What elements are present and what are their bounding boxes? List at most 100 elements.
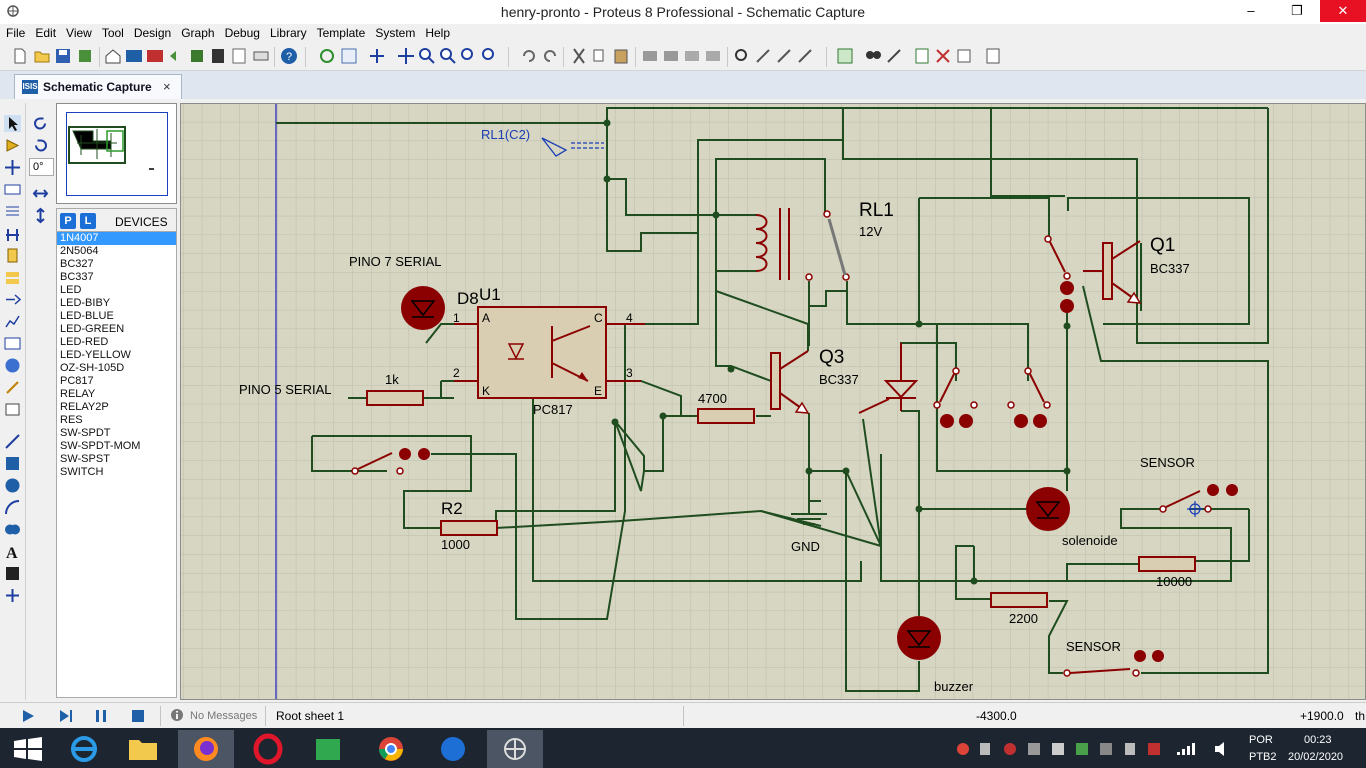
sensor-switch-2[interactable] <box>1063 650 1164 677</box>
voltage-probe-icon[interactable] <box>4 379 21 396</box>
device-list-item[interactable]: BC327 <box>60 258 94 270</box>
copy-icon[interactable] <box>591 47 609 65</box>
messages-status[interactable]: No Messages <box>190 710 258 722</box>
virtual-instruments-icon[interactable] <box>4 401 21 418</box>
menu-design[interactable]: Design <box>133 26 172 40</box>
refresh-icon[interactable] <box>318 47 336 65</box>
menu-library[interactable]: Library <box>269 26 307 40</box>
rotate-clockwise-icon[interactable] <box>32 115 49 132</box>
resistor-r2[interactable] <box>440 520 498 536</box>
device-list-item[interactable]: LED <box>60 284 82 296</box>
line-tool-icon[interactable] <box>4 433 21 450</box>
junction-dot-icon[interactable] <box>4 159 21 176</box>
ground-terminal[interactable] <box>791 501 827 525</box>
minimize-button[interactable]: – <box>1247 3 1255 18</box>
save-icon[interactable] <box>54 47 72 65</box>
relay-rl1[interactable] <box>755 208 850 281</box>
led-solenoide[interactable] <box>1026 487 1070 531</box>
device-list-item[interactable]: SW-SPDT <box>60 427 111 439</box>
menu-file[interactable]: File <box>6 26 26 40</box>
system-tray-icons[interactable] <box>955 740 1240 758</box>
stop-icon[interactable] <box>130 708 146 724</box>
pcb-icon[interactable] <box>146 47 164 65</box>
switch-left[interactable] <box>351 448 430 475</box>
grid-toggle-icon[interactable] <box>340 47 358 65</box>
property-tool-icon[interactable] <box>885 47 903 65</box>
close-tab-icon[interactable]: × <box>163 79 171 94</box>
device-list-item[interactable]: 2N5064 <box>60 245 99 257</box>
zoom-all-icon[interactable] <box>460 47 478 65</box>
block-copy-icon[interactable] <box>641 47 659 65</box>
optocoupler-u1[interactable] <box>454 306 645 399</box>
marker-tool-icon[interactable] <box>4 587 21 604</box>
exit-parent-icon[interactable] <box>955 47 973 65</box>
language-indicator[interactable]: POR <box>1249 734 1273 746</box>
new-sheet-icon[interactable] <box>913 47 931 65</box>
step-icon[interactable] <box>58 708 74 724</box>
path-tool-icon[interactable] <box>4 521 21 538</box>
bom-icon[interactable] <box>209 47 227 65</box>
device-list-item[interactable]: RELAY <box>60 388 96 400</box>
menu-debug[interactable]: Debug <box>224 26 260 40</box>
search-tag-icon[interactable] <box>864 47 882 65</box>
device-list-item[interactable]: OZ-SH-105D <box>60 362 125 374</box>
device-list-item[interactable]: LED-RED <box>60 336 109 348</box>
chrome-icon[interactable] <box>363 730 419 768</box>
file-explorer-icon[interactable] <box>115 730 171 768</box>
decompose-icon[interactable] <box>796 47 814 65</box>
relay-contact-q1[interactable] <box>1044 235 1074 313</box>
resistor-2200[interactable] <box>990 592 1048 608</box>
origin-icon[interactable] <box>368 47 386 65</box>
box-tool-icon[interactable] <box>4 455 21 472</box>
rl1-c2-terminal[interactable]: RL1(C2) <box>481 127 604 157</box>
text-tool-icon[interactable]: A <box>4 543 21 560</box>
proteus-taskbar-icon[interactable] <box>487 730 543 768</box>
3d-icon[interactable] <box>188 47 206 65</box>
redo-icon[interactable] <box>541 47 559 65</box>
zoom-area-icon[interactable] <box>481 47 499 65</box>
pan-icon[interactable] <box>397 47 415 65</box>
buses-icon[interactable] <box>4 225 21 242</box>
tape-recorder-icon[interactable] <box>4 335 21 352</box>
clock-date[interactable]: 20/02/2020 <box>1288 751 1344 763</box>
clock-time[interactable]: 00:23 <box>1304 734 1332 746</box>
electrical-rule-check-icon[interactable] <box>984 47 1002 65</box>
menu-system[interactable]: System <box>375 26 416 40</box>
tab-schematic-capture[interactable]: ISIS Schematic Capture × <box>14 74 182 99</box>
wire-autorouter-icon[interactable] <box>836 47 854 65</box>
mirror-y-icon[interactable] <box>32 207 49 224</box>
subcircuit-icon[interactable] <box>4 247 21 264</box>
device-list-item[interactable]: LED-GREEN <box>60 323 125 335</box>
device-list-item[interactable]: PC817 <box>60 375 94 387</box>
undo-icon[interactable] <box>520 47 538 65</box>
remove-sheet-icon[interactable] <box>934 47 952 65</box>
play-icon[interactable] <box>20 708 36 724</box>
terminals-icon[interactable] <box>4 269 21 286</box>
relay-contacts-dpdt[interactable] <box>933 367 1051 428</box>
zoom-in-icon[interactable] <box>418 47 436 65</box>
rotate-anticlockwise-icon[interactable] <box>32 137 49 154</box>
pick-devices-button[interactable]: P <box>60 213 76 229</box>
device-list-item[interactable]: SWITCH <box>60 466 104 478</box>
symbol-tool-icon[interactable] <box>4 565 21 582</box>
device-list-item[interactable]: LED-BIBY <box>60 297 111 309</box>
device-list-item[interactable]: BC337 <box>60 271 94 283</box>
gerber-icon[interactable] <box>167 47 185 65</box>
device-list-item[interactable]: LED-YELLOW <box>60 349 131 361</box>
rotation-angle-field[interactable]: 0° <box>29 158 54 176</box>
keyboard-layout-indicator[interactable]: PTB2 <box>1249 751 1277 763</box>
paste-icon[interactable] <box>612 47 630 65</box>
selection-mode-icon[interactable] <box>4 115 21 132</box>
menu-edit[interactable]: Edit <box>35 26 57 40</box>
device-list-item[interactable]: SW-SPST <box>60 453 110 465</box>
open-folder-icon[interactable] <box>33 47 51 65</box>
internet-explorer-icon[interactable] <box>56 730 112 768</box>
pause-icon[interactable] <box>93 708 109 724</box>
overview-window[interactable] <box>56 103 177 204</box>
menu-help[interactable]: Help <box>425 26 451 40</box>
resistor-10000[interactable] <box>1138 556 1196 572</box>
home-icon[interactable] <box>104 47 122 65</box>
generator-icon[interactable] <box>4 357 21 374</box>
graph-mode-icon[interactable] <box>4 313 21 330</box>
menu-template[interactable]: Template <box>316 26 366 40</box>
